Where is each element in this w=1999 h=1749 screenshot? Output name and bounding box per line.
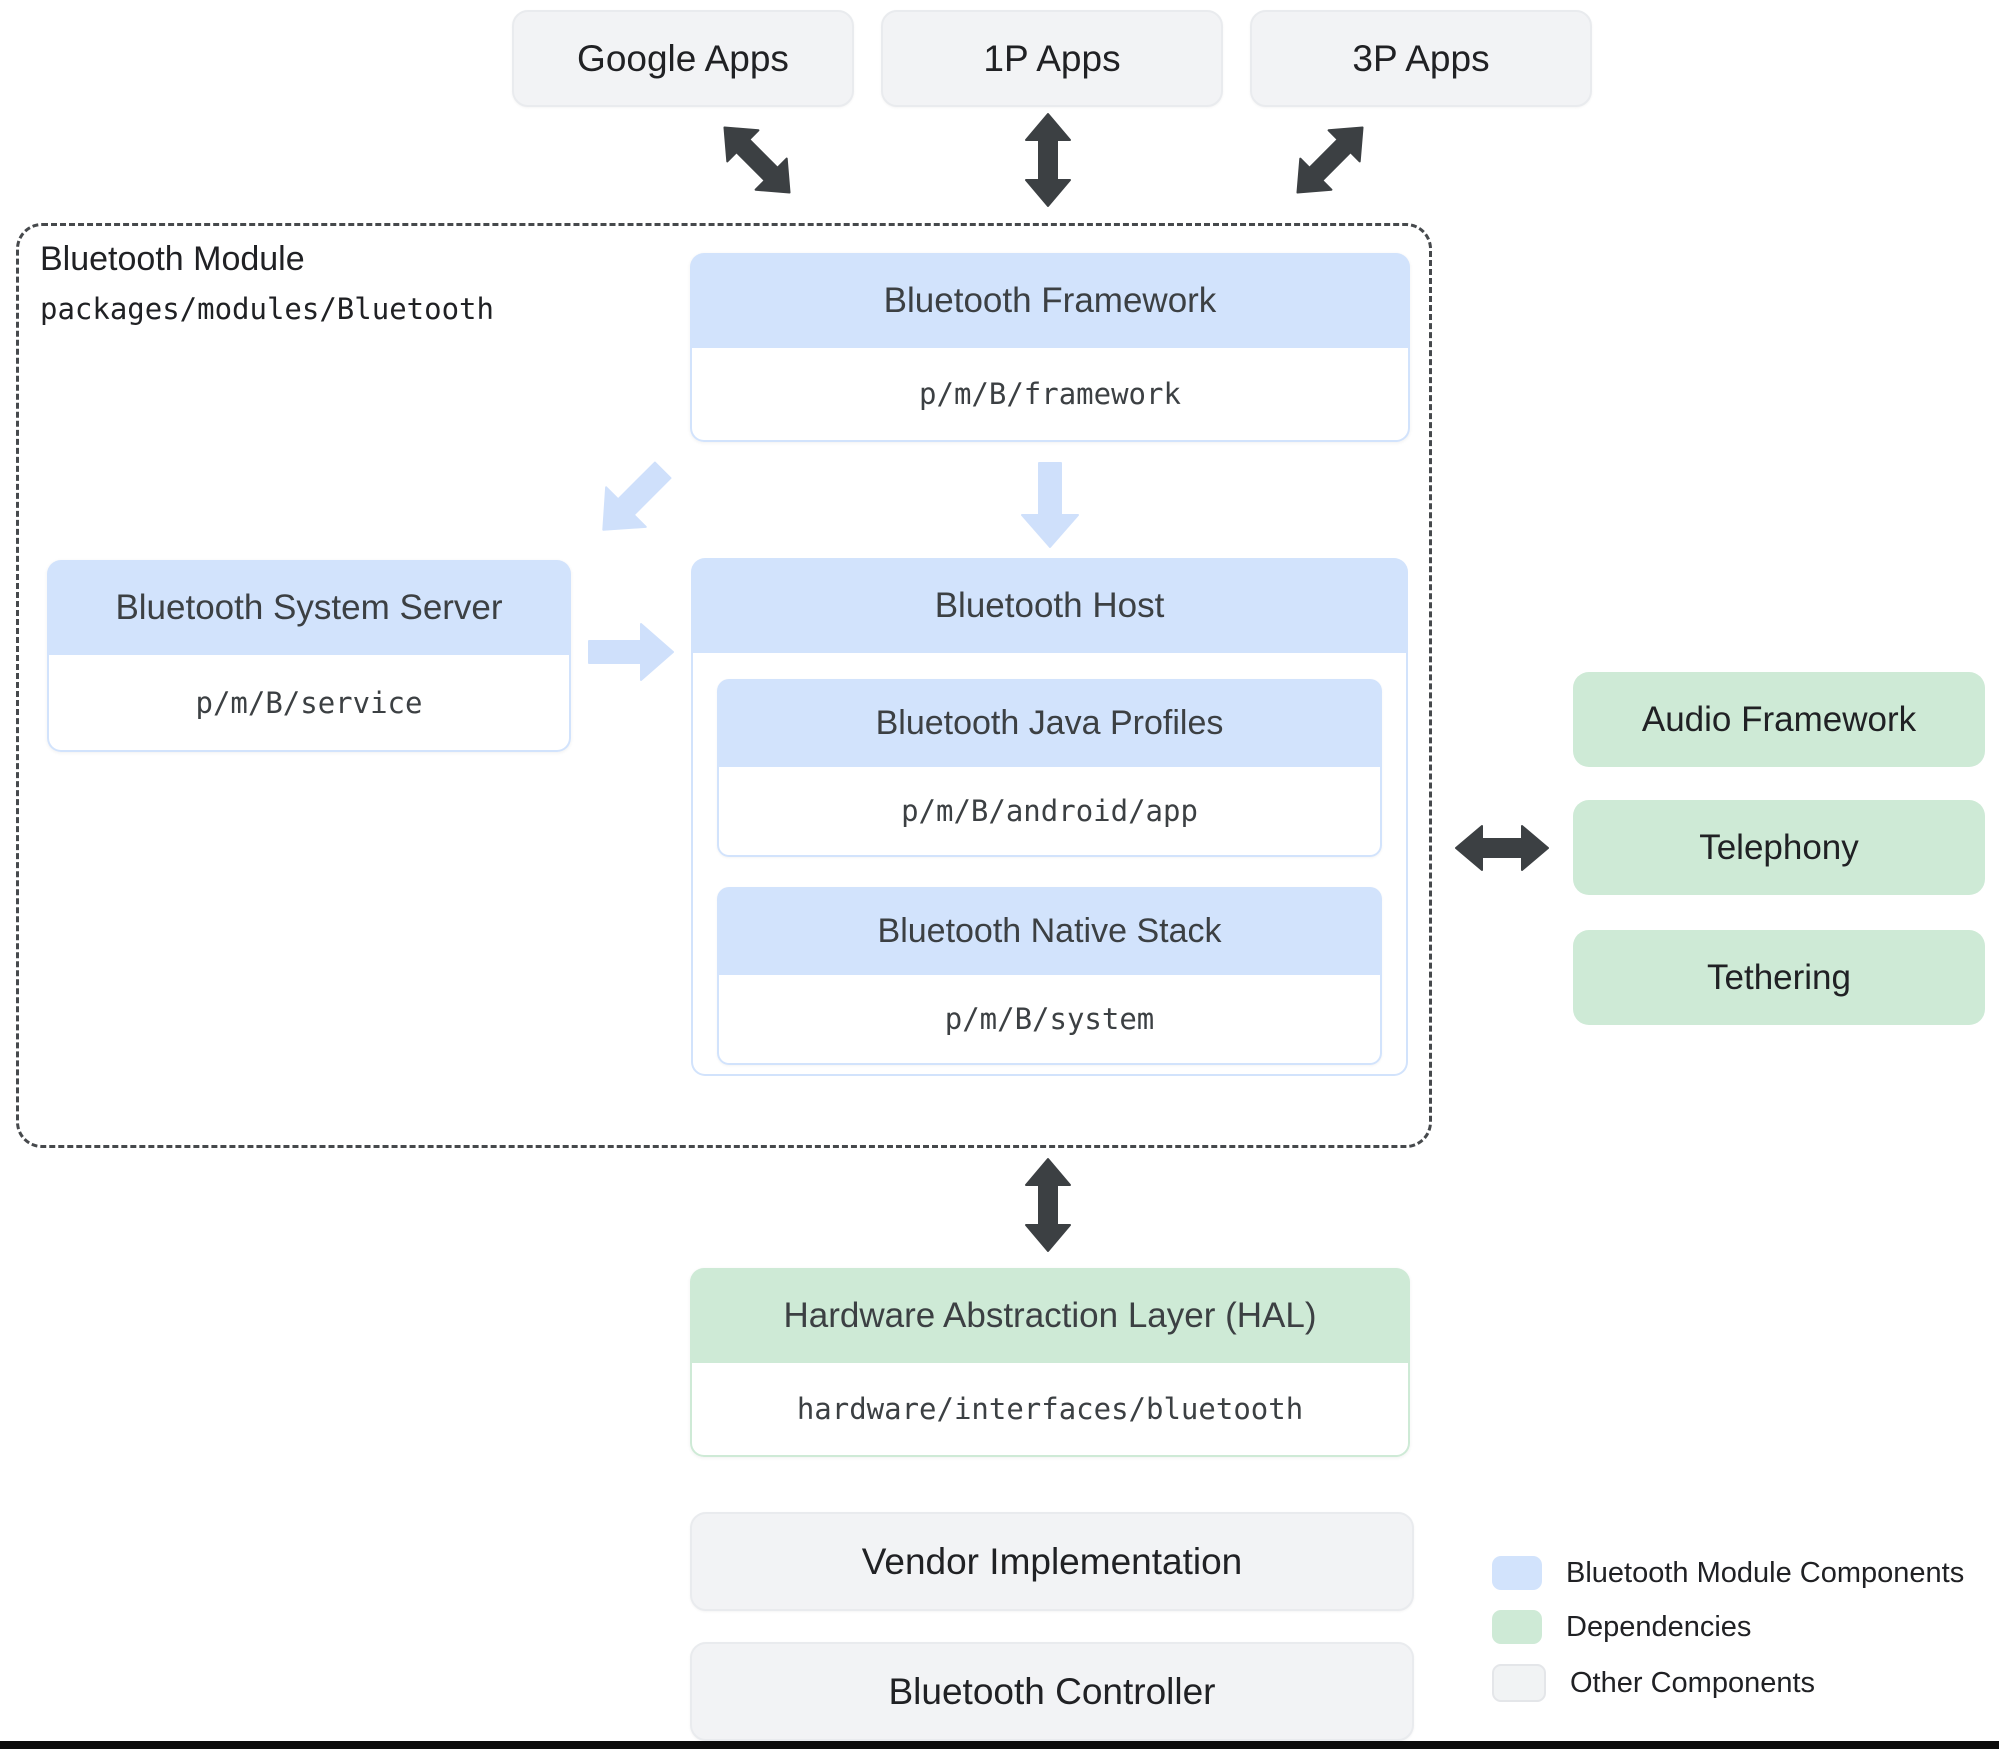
bluetooth-system-server-box: Bluetooth System Server p/m/B/service: [47, 560, 571, 752]
bidirectional-diagonal-arrow-icon: [1296, 126, 1364, 194]
bluetooth-module-title: Bluetooth Module: [40, 240, 305, 278]
legend-label: Dependencies: [1566, 1610, 1752, 1643]
screenshot-bottom-edge: [0, 1741, 1999, 1749]
bluetooth-controller-label: Bluetooth Controller: [888, 1670, 1216, 1712]
bluetooth-java-profiles-box: Bluetooth Java Profiles p/m/B/android/ap…: [717, 679, 1382, 857]
third-party-apps-box: 3P Apps: [1250, 10, 1592, 107]
google-apps-label: Google Apps: [577, 37, 789, 79]
telephony-label: Telephony: [1699, 827, 1859, 867]
bluetooth-framework-title: Bluetooth Framework: [690, 253, 1410, 348]
bluetooth-module-path: packages/modules/Bluetooth: [40, 292, 494, 326]
bluetooth-java-profiles-path: p/m/B/android/app: [717, 767, 1382, 857]
bluetooth-native-stack-path: p/m/B/system: [717, 975, 1382, 1065]
bluetooth-system-server-path: p/m/B/service: [47, 655, 571, 752]
bluetooth-framework-box: Bluetooth Framework p/m/B/framework: [690, 253, 1410, 442]
legend-item-module-components: Bluetooth Module Components: [1492, 1556, 1964, 1590]
bidirectional-vertical-arrow-icon: [1025, 1158, 1071, 1252]
audio-framework-label: Audio Framework: [1641, 699, 1917, 739]
legend-item-dependencies: Dependencies: [1492, 1610, 1751, 1644]
telephony-box: Telephony: [1573, 800, 1985, 895]
legend-swatch-blue: [1492, 1556, 1542, 1590]
legend-label: Bluetooth Module Components: [1566, 1556, 1965, 1589]
bluetooth-host-body: Bluetooth Java Profiles p/m/B/android/ap…: [691, 653, 1408, 1076]
first-party-apps-label: 1P Apps: [983, 37, 1121, 79]
bidirectional-diagonal-arrow-icon: [723, 126, 791, 194]
tethering-label: Tethering: [1707, 957, 1851, 997]
first-party-apps-box: 1P Apps: [881, 10, 1223, 107]
legend-item-other-components: Other Components: [1492, 1664, 1815, 1702]
down-arrow-icon: [1021, 462, 1079, 548]
bluetooth-controller-box: Bluetooth Controller: [690, 1642, 1414, 1741]
bluetooth-java-profiles-title: Bluetooth Java Profiles: [717, 679, 1382, 767]
bluetooth-system-server-title: Bluetooth System Server: [47, 560, 571, 655]
legend-swatch-gray: [1492, 1664, 1546, 1702]
vendor-implementation-label: Vendor Implementation: [861, 1540, 1243, 1582]
bluetooth-host-title: Bluetooth Host: [691, 558, 1408, 653]
bluetooth-native-stack-box: Bluetooth Native Stack p/m/B/system: [717, 887, 1382, 1065]
bluetooth-host-box: Bluetooth Host Bluetooth Java Profiles p…: [691, 558, 1408, 1076]
legend-label: Other Components: [1570, 1666, 1816, 1699]
bluetooth-framework-path: p/m/B/framework: [690, 348, 1410, 442]
legend-swatch-green: [1492, 1610, 1542, 1644]
audio-framework-box: Audio Framework: [1573, 672, 1985, 767]
third-party-apps-label: 3P Apps: [1352, 37, 1490, 79]
vendor-implementation-box: Vendor Implementation: [690, 1512, 1414, 1611]
hal-box: Hardware Abstraction Layer (HAL) hardwar…: [690, 1268, 1410, 1457]
right-arrow-icon: [588, 623, 674, 681]
hal-path: hardware/interfaces/bluetooth: [690, 1363, 1410, 1457]
bidirectional-vertical-arrow-icon: [1025, 113, 1071, 207]
bluetooth-module-container: [16, 223, 1432, 1148]
tethering-box: Tethering: [1573, 930, 1985, 1025]
hal-title: Hardware Abstraction Layer (HAL): [690, 1268, 1410, 1363]
google-apps-box: Google Apps: [512, 10, 854, 107]
bidirectional-horizontal-arrow-icon: [1455, 825, 1549, 871]
diagonal-down-left-arrow-icon: [602, 461, 672, 531]
bluetooth-native-stack-title: Bluetooth Native Stack: [717, 887, 1382, 975]
